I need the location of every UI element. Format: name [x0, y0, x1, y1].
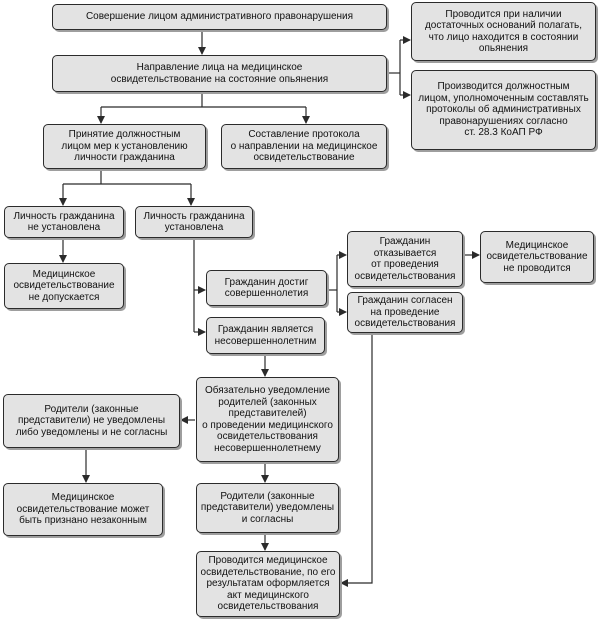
node-examination-not-conducted: Медицинское освидетельствование не прово… [480, 231, 594, 283]
node-protocol: Составление протокола о направлении на м… [221, 124, 387, 169]
node-examination-not-allowed: Медицинское освидетельствование не допус… [4, 263, 124, 309]
node-may-be-unlawful: Медицинское освидетельствование может бы… [3, 483, 163, 536]
edge-referral-split [101, 92, 306, 108]
node-minor: Гражданин является несовершеннолетним [206, 317, 325, 354]
node-parents-notification: Обязательно уведомление родителей (закон… [196, 377, 339, 462]
node-adult: Гражданин достиг совершеннолетия [206, 270, 327, 306]
node-citizen-refuses: Гражданин отказывается от проведения осв… [347, 231, 463, 287]
node-referral: Направление лица на медицинское освидете… [52, 55, 387, 92]
node-parents-not-agreed: Родители (законные представители) не уве… [3, 394, 180, 448]
edge-identity-split [63, 169, 191, 185]
node-grounds-condition: Проводится при наличии достаточных основ… [411, 2, 596, 61]
edge-agrees-to-examination [340, 333, 373, 587]
node-identity-established: Личность гражданина установлена [135, 206, 253, 238]
node-identity-not-established: Личность гражданина не установлена [4, 206, 124, 238]
node-identity-measures: Принятие должностным лицом мер к установ… [43, 124, 206, 169]
node-authorized-official: Производится должностным лицом, уполномо… [411, 70, 596, 150]
node-citizen-agrees: Гражданин согласен на проведение освидет… [347, 292, 463, 333]
node-parents-agreed: Родители (законные представители) уведом… [196, 483, 339, 533]
node-offense: Совершение лицом административного право… [52, 4, 387, 30]
node-examination-conducted: Проводится медицинское освидетельствован… [196, 551, 340, 617]
